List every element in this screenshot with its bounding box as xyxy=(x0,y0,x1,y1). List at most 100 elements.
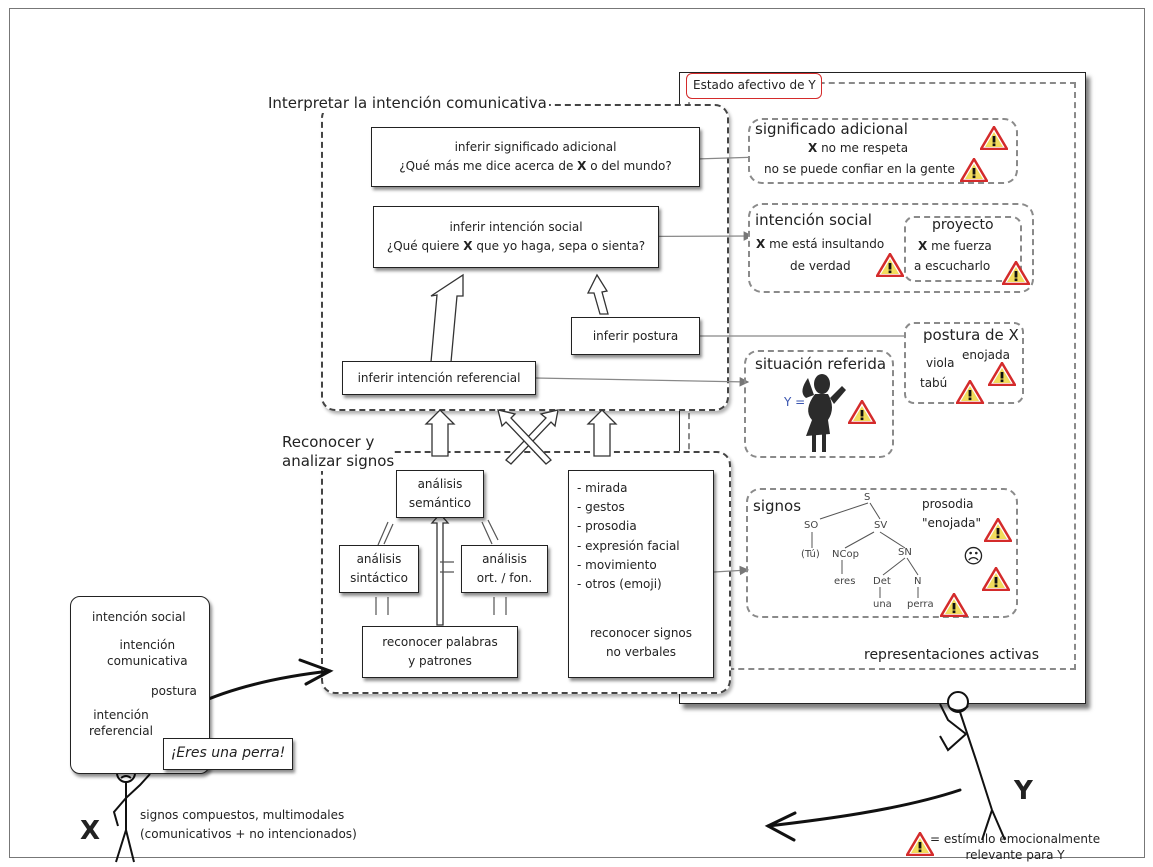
estado-label-text: Estado afectivo de Y xyxy=(693,78,816,92)
rep-sig-line1: X no me respeta xyxy=(808,141,909,155)
arrow-ref-to-social xyxy=(430,273,464,363)
box-signos-no-verbales: - mirada - gestos - prosodia - expresión… xyxy=(568,470,714,678)
x-panel-social: intención social xyxy=(92,610,186,624)
warning-triangle-icon xyxy=(875,252,905,281)
tree-node: Det xyxy=(873,576,891,587)
double-arrow-sint-pal xyxy=(375,597,389,615)
box-analisis-semantico: análisis semántico xyxy=(396,470,484,518)
rep-situacion-referida xyxy=(744,350,894,458)
rep-prosodia: prosodia xyxy=(922,497,974,511)
arrow-up-2 xyxy=(586,409,618,457)
warning-triangle-icon xyxy=(981,566,1011,595)
sig-adicional-line2: ¿Qué más me dice acerca de X o del mundo… xyxy=(399,159,672,173)
box-analisis-sintactico: análisis sintáctico xyxy=(339,545,419,593)
hollow-arrows xyxy=(424,273,618,626)
rep-postura-tabu: tabú xyxy=(920,376,948,390)
int-social-line1: inferir intención social xyxy=(449,220,583,235)
semantico-text: análisis semántico xyxy=(408,477,472,510)
ortfon-text: análisis ort. / fon. xyxy=(476,552,533,585)
syntax-tree xyxy=(811,502,919,598)
x-intention-panel: intención social intención comunicativa … xyxy=(70,596,210,774)
rep-proy-line2: a escucharlo xyxy=(914,259,991,273)
double-arrow-ort xyxy=(481,519,499,545)
speech-bubble: ¡Eres una perra! xyxy=(163,738,293,770)
tree-node: perra xyxy=(907,599,934,610)
arrow-up-1 xyxy=(424,409,456,457)
arrow-ref-to-rep xyxy=(534,377,750,387)
tree-node: NCop xyxy=(832,549,859,560)
rep-signos xyxy=(746,488,1018,618)
warning-triangle-icon xyxy=(959,157,989,186)
nonverbal-item: - expresión facial xyxy=(577,538,680,553)
box-analisis-ort-fon: análisis ort. / fon. xyxy=(461,545,548,593)
interpretar-label: Interpretar la intención comunicativa xyxy=(268,93,549,114)
nonverbal-item: - prosodia xyxy=(577,519,637,534)
arrow-palabras-to-semantico xyxy=(430,513,450,626)
warning-triangle-icon xyxy=(905,831,935,860)
rep-sit-y: Y = xyxy=(784,395,806,409)
warning-triangle-icon xyxy=(979,125,1009,154)
tree-node: SO xyxy=(804,520,819,531)
palabras-text: reconocer palabras y patrones xyxy=(382,635,498,668)
representaciones-activas-label: representaciones activas xyxy=(864,647,1040,663)
rep-soc-line2: de verdad xyxy=(790,259,851,273)
speech-text: ¡Eres una perra! xyxy=(170,745,286,762)
rep-soc-line1: X me está insultando xyxy=(756,237,885,251)
arrow-y-gaze xyxy=(766,788,962,828)
nonverbal-list: - mirada - gestos - prosodia - expresión… xyxy=(577,479,705,594)
rep-sig-line2: no se puede confiar en la gente xyxy=(764,162,955,176)
postura-text: inferir postura xyxy=(592,328,679,343)
box-inferir-intencion-social: inferir intención social ¿Qué quiere X q… xyxy=(373,206,659,268)
referencial-text: inferir intención referencial xyxy=(357,370,521,385)
box-inferir-significado-adicional: inferir significado adicional ¿Qué más m… xyxy=(371,127,700,187)
tree-node: eres xyxy=(834,576,856,587)
box-inferir-postura: inferir postura xyxy=(571,317,700,355)
rep-proyecto xyxy=(904,216,1022,282)
nonverbal-footer: reconocer signos no verbales xyxy=(589,626,693,659)
x-panel-referencial: intención referencial xyxy=(89,708,153,739)
x-panel-postura: postura xyxy=(151,684,197,698)
x-panel-comunicativa: intención comunicativa xyxy=(107,638,188,669)
rep-proy-line1: X me fuerza xyxy=(918,239,992,253)
rep-intencion-social xyxy=(748,203,1034,293)
rep-postura-title: postura de X xyxy=(923,326,1019,344)
double-arrow-ort-pal xyxy=(493,597,507,615)
arrow-y-gaze-head xyxy=(764,811,797,842)
int-social-line2: ¿Qué quiere X que yo haga, sepa o sienta… xyxy=(386,239,646,253)
warning-triangle-icon xyxy=(1001,260,1031,289)
arrow-cross-2 xyxy=(497,409,552,465)
warning-triangle-icon xyxy=(955,379,985,408)
tree-node: SN xyxy=(898,547,912,558)
tree-node: N xyxy=(914,576,922,587)
rep-sit-title: situación referida xyxy=(755,355,887,373)
y-label: Y xyxy=(1014,776,1033,806)
rep-soc-title: intención social xyxy=(755,211,872,229)
rep-enojada-quoted: "enojada" xyxy=(922,516,982,530)
double-arrow-sint xyxy=(377,521,394,546)
sad-face-icon: ☹ xyxy=(963,544,984,568)
nonverbal-item: - mirada xyxy=(577,481,628,495)
nonverbal-item: - gestos xyxy=(577,500,625,515)
sintactico-text: análisis sintáctico xyxy=(350,552,408,585)
warning-triangle-icon xyxy=(847,399,877,428)
box-inferir-intencion-referencial: inferir intención referencial xyxy=(342,361,536,395)
warning-triangle-icon xyxy=(987,361,1017,390)
warning-triangle-icon xyxy=(939,592,969,621)
tree-node: (Tú) xyxy=(801,549,820,560)
estado-label: Estado afectivo de Y xyxy=(686,73,822,99)
box-reconocer-palabras: reconocer palabras y patrones xyxy=(362,626,518,678)
rep-sig-title: significado adicional xyxy=(755,120,908,138)
legend-text: = estímulo emocionalmente relevante para… xyxy=(930,832,1101,863)
arrow-cross-1 xyxy=(505,409,559,465)
arrow-postura-to-social xyxy=(586,273,609,315)
rep-proy-title: proyecto xyxy=(932,217,994,233)
tree-node: una xyxy=(873,599,892,610)
rep-signos-title: signos xyxy=(753,497,802,515)
figure-frame xyxy=(9,8,1145,858)
arrow-x-gaze-head xyxy=(298,658,334,686)
rep-postura-viola: viola xyxy=(926,356,955,370)
tree-node: SV xyxy=(874,520,888,531)
double-arrow-mid xyxy=(440,561,454,573)
arrow-nonverbal-to-rep xyxy=(713,565,750,576)
